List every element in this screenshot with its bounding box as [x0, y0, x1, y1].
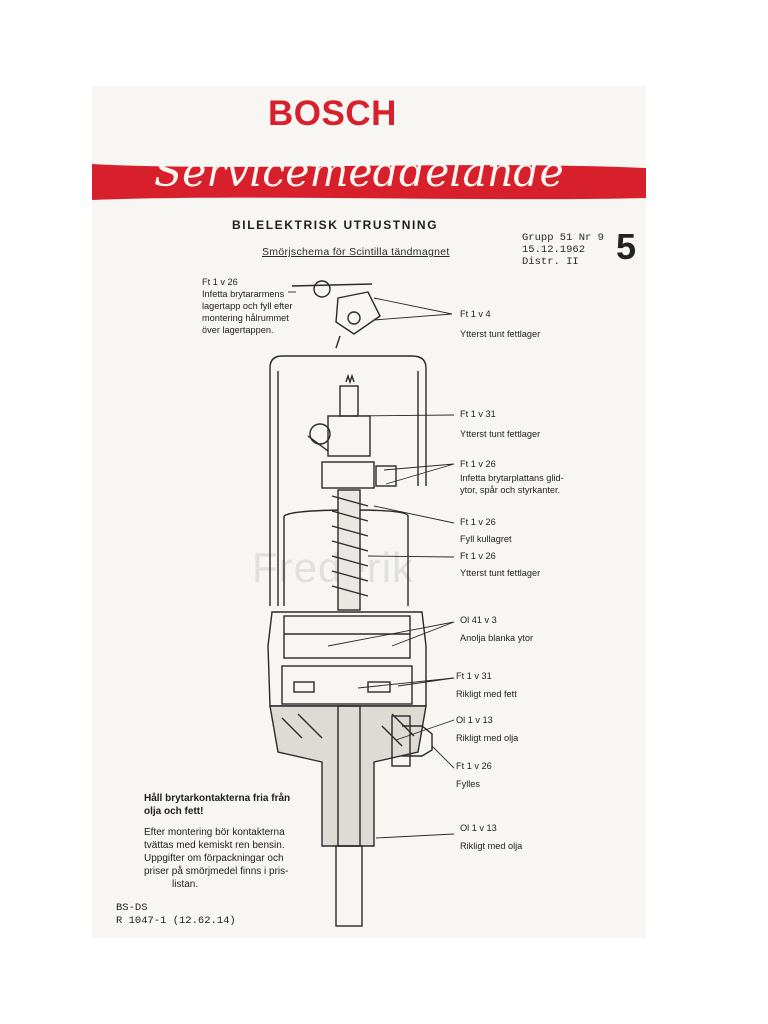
- callout-code: Ft 1 v 4: [460, 309, 491, 319]
- callout-text-line: Ytterst tunt fettlager: [460, 429, 541, 439]
- callout-text-line: Rikligt med fett: [456, 689, 517, 699]
- note-line: priser på smörjmedel finns i pris-: [144, 866, 289, 877]
- callout-ol-1-v-13-lower: Ol 1 v 13 Rikligt med olja: [460, 822, 522, 852]
- note-line: tvättas med kemiskt ren bensin.: [144, 840, 285, 851]
- note-line: Efter montering bör kontakterna: [144, 827, 285, 838]
- callout-text-line: Anolja blanka ytor: [460, 633, 534, 643]
- callout-code: Ft 1 v 31: [456, 671, 492, 681]
- red-banner: [92, 164, 646, 200]
- warning-heading-line: Håll brytarkontakterna fria från: [144, 793, 291, 804]
- callout-code: Ft 1 v 26: [460, 459, 496, 469]
- cleaning-instructions: Efter montering bör kontakterna tvättas …: [144, 826, 289, 891]
- callout-text-line: Infetta brytararmens: [202, 289, 285, 299]
- callout-text-line: Ytterst tunt fettlager: [460, 329, 541, 339]
- magneto-cross-section: [267, 280, 455, 927]
- diagram-subtitle: Smörjschema för Scintilla tändmagnet: [262, 246, 450, 258]
- callout-ft-1-v-31-top: Ft 1 v 31 Ytterst tunt fettlager: [460, 408, 540, 440]
- brand-logo: BOSCH: [268, 94, 397, 133]
- callout-ol-41-v-3: Ol 41 v 3 Anolja blanka ytor: [460, 614, 533, 644]
- callout-code: Ft 1 v 31: [460, 409, 496, 419]
- warning-heading: Håll brytarkontakterna fria från olja oc…: [144, 792, 290, 818]
- section-title: BILELEKTRISK UTRUSTNING: [232, 218, 439, 232]
- service-sheet: BOSCH Servicemeddelande BILELEKTRISK UTR…: [92, 86, 646, 938]
- callout-code: Ol 41 v 3: [460, 615, 497, 625]
- callout-ol-1-v-13-upper: Ol 1 v 13 Rikligt med olja: [456, 714, 518, 744]
- callout-text-line: Rikligt med olja: [456, 733, 519, 743]
- callout-code: Ft 1 v 26: [202, 277, 238, 287]
- callout-text-line: montering hålrummet: [202, 313, 289, 323]
- callout-code: Ft 1 v 26: [460, 551, 496, 561]
- callout-ft-1-v-31-bottom: Ft 1 v 31 Rikligt med fett: [456, 670, 517, 700]
- callout-code: Ol 1 v 13: [460, 823, 497, 833]
- callout-text-line: Ytterst tunt fettlager: [460, 568, 541, 578]
- callout-text-line: över lagertappen.: [202, 325, 274, 335]
- callout-ball-bearing: Ft 1 v 26 Fyll kullagret: [460, 516, 512, 545]
- callout-ft-1-v-26-grease: Ft 1 v 26 Ytterst tunt fettlager: [460, 550, 540, 579]
- callout-text-line: Fyll kullagret: [460, 534, 512, 544]
- callout-text-line: Rikligt med olja: [460, 841, 523, 851]
- callout-breaker-plate: Ft 1 v 26 Infetta brytarplattans glid- y…: [460, 458, 564, 496]
- warning-heading-line: olja och fett!: [144, 806, 204, 817]
- callout-text-line: lagertapp och fyll efter: [202, 301, 293, 311]
- callout-text-line: Fylles: [456, 779, 480, 789]
- watermark: Frederik: [252, 544, 415, 591]
- callout-code: Ft 1 v 26: [460, 517, 496, 527]
- callout-text-line: ytor, spår och styrkanter.: [460, 485, 561, 495]
- document-meta: Grupp 51 Nr 9 15.12.1962 Distr. II: [522, 232, 604, 268]
- callout-text-line: Infetta brytarplattans glid-: [460, 473, 564, 483]
- note-line: listan.: [172, 879, 199, 890]
- page-number: 5: [616, 226, 637, 267]
- footer-form-number: R 1047-1 (12.62.14): [116, 915, 236, 927]
- callout-breaker-arm: Ft 1 v 26 Infetta brytararmens lagertapp…: [202, 276, 292, 336]
- callout-code: Ol 1 v 13: [456, 715, 493, 725]
- callout-ft-1-v-4: Ft 1 v 4 Ytterst tunt fettlager: [460, 308, 540, 340]
- issue-date: 15.12.1962: [522, 244, 586, 256]
- banner-title: Servicemeddelande: [154, 148, 564, 196]
- note-line: Uppgifter om förpackningar och: [144, 853, 284, 864]
- footer-department: BS-DS: [116, 902, 148, 914]
- callout-ft-1-v-26-fill: Ft 1 v 26 Fylles: [456, 760, 492, 790]
- distribution: Distr. II: [522, 256, 579, 268]
- callout-code: Ft 1 v 26: [456, 761, 492, 771]
- document-reference: BS-DS R 1047-1 (12.62.14): [116, 902, 236, 928]
- group-number: Grupp 51 Nr 9: [522, 232, 604, 244]
